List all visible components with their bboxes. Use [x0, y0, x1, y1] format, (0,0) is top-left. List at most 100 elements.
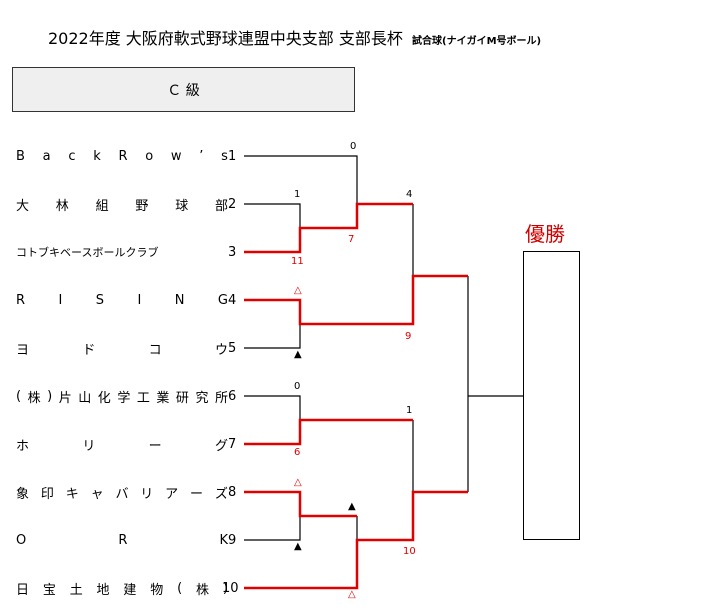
team-name-char: ウ	[214, 342, 228, 358]
team-name-char: I	[58, 292, 63, 308]
team-name-char: ’	[199, 148, 204, 164]
team-name: コトブキベースボールクラブ	[16, 242, 228, 262]
grade-label: Ｃ 級	[167, 82, 200, 99]
team-name-char: R	[118, 148, 128, 164]
team-name: ホリーグ	[16, 434, 228, 454]
seed-number: 4	[228, 292, 237, 308]
team-name-char: K	[219, 532, 228, 548]
team-name-char: 研	[175, 390, 189, 406]
team-name-char: グ	[214, 438, 228, 454]
score: 4	[406, 189, 413, 200]
team-name-char: w	[170, 148, 182, 164]
title-subtitle: 試合球(ナイガイM号ボール)	[412, 36, 542, 47]
score: 10	[403, 546, 416, 557]
team-name-char: (	[16, 388, 22, 404]
team-name-char: リ	[140, 486, 154, 502]
team-name: ヨドコウ	[16, 338, 228, 358]
team-name-char: S	[95, 292, 105, 308]
title-text: 2022年度 大阪府軟式野球連盟中央支部 支部長杯	[48, 29, 403, 48]
team-name-char: ズ	[214, 486, 228, 502]
team-name-char: 工	[136, 390, 150, 406]
seed-number: 6	[228, 388, 237, 404]
team-name-char: ド	[82, 342, 96, 358]
team-name-char: s	[221, 148, 228, 164]
team-name-char: ア	[165, 486, 179, 502]
score: 11	[291, 256, 304, 267]
team-name-char: 業	[156, 390, 170, 406]
team-name-char: 宝	[42, 582, 56, 598]
team-name-char: ー	[190, 486, 204, 502]
winner-line	[244, 202, 413, 254]
team-name-char: コトブキベースボールクラブ	[16, 246, 159, 259]
grade-box: Ｃ 級	[12, 67, 355, 112]
team-name-char: 球	[175, 198, 189, 214]
team-name-char: 大	[16, 198, 30, 214]
winner-line	[244, 490, 468, 590]
seed-number: 8	[228, 484, 237, 500]
team-name: 象印キャバリアーズ	[16, 482, 228, 502]
winner-line	[244, 274, 468, 326]
team-name-char: 学	[117, 390, 131, 406]
team-name-char: ャ	[90, 486, 104, 502]
score: 6	[294, 447, 301, 458]
team-name-char: c	[68, 148, 76, 164]
team-name-char: ホ	[16, 438, 30, 454]
team-name-char: ヨ	[16, 342, 30, 358]
team-name-char: リ	[82, 438, 96, 454]
team-name-char: 部	[214, 198, 228, 214]
seed-number: 7	[228, 436, 237, 452]
score: 9	[405, 331, 412, 342]
team-name-char: 片	[58, 390, 72, 406]
team-name-char: (	[177, 580, 183, 596]
score: 1	[406, 405, 413, 416]
forfeit-loss-mark: ▲	[348, 501, 356, 512]
team-name-char: 地	[96, 582, 110, 598]
team-name-char: 所	[214, 390, 228, 406]
score: 1	[294, 189, 301, 200]
team-name-char: ー	[148, 438, 162, 454]
team-name-char: 化	[97, 390, 111, 406]
seed-number: 1	[228, 148, 237, 164]
team-name-char: 株	[195, 582, 209, 598]
team-name-char: R	[118, 532, 128, 548]
forfeit-win-mark: △	[294, 477, 302, 488]
score: 0	[350, 141, 357, 152]
team-name-char: コ	[148, 342, 162, 358]
team-name-char: キ	[65, 486, 79, 502]
forfeit-win-mark: △	[348, 589, 356, 600]
team-name-char: 物	[150, 582, 164, 598]
team-name-char: 日	[16, 582, 30, 598]
seed-number: 10	[222, 580, 239, 596]
score: 7	[348, 234, 355, 245]
bracket-line	[244, 324, 301, 349]
forfeit-win-mark: △	[294, 285, 302, 296]
seed-number: 3	[228, 244, 237, 260]
forfeit-loss-mark: ▲	[294, 349, 302, 360]
team-name-char: 土	[69, 582, 83, 598]
team-name-char: O	[16, 532, 27, 548]
team-name-char: I	[137, 292, 142, 308]
bracket-line	[244, 395, 301, 420]
seed-number: 5	[228, 340, 237, 356]
bracket-line	[244, 516, 301, 541]
team-name-char: G	[217, 292, 228, 308]
team-name-char: 株	[27, 390, 41, 406]
team-name-char: 究	[195, 390, 209, 406]
team-name-char: k	[93, 148, 101, 164]
forfeit-loss-mark: ▲	[294, 541, 302, 552]
team-name-char: 組	[95, 198, 109, 214]
team-name-char: R	[16, 292, 26, 308]
seed-number: 9	[228, 532, 237, 548]
score: 0	[294, 381, 301, 392]
seed-number: 2	[228, 196, 237, 212]
team-name-char: 野	[135, 198, 149, 214]
team-name-char: B	[16, 148, 25, 164]
champion-box	[523, 251, 580, 540]
team-name-char: )	[47, 388, 53, 404]
winner-line	[244, 418, 413, 446]
winner-line	[244, 490, 357, 518]
